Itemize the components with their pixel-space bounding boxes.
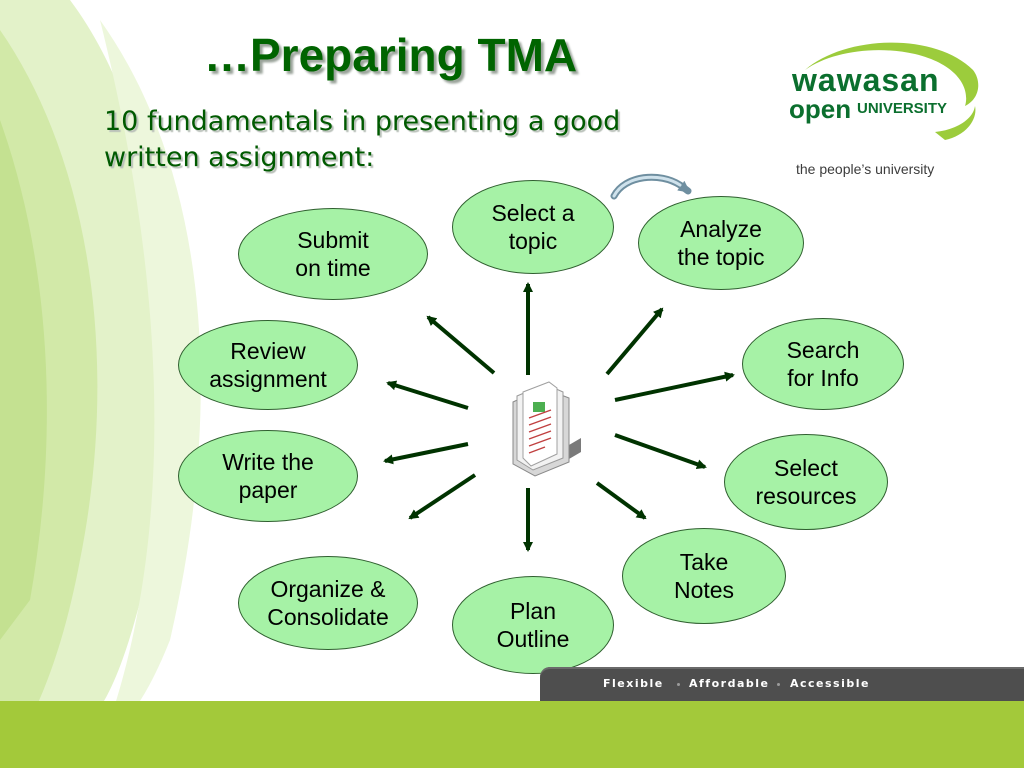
arrow-to-write-paper	[383, 442, 469, 465]
footer-affordable: Affordable	[689, 677, 770, 690]
node-analyze-topic: Analyze the topic	[638, 196, 804, 290]
footer-bar: Flexible Affordable Accessible	[540, 667, 1024, 701]
footer-accessible: Accessible	[790, 677, 870, 690]
wawasan-logo: wawasan open UNIVERSITY the people’s uni…	[785, 40, 985, 190]
bottom-green-band	[0, 701, 1024, 768]
node-select-topic: Select a topic	[452, 180, 614, 274]
arrow-to-review	[386, 380, 469, 410]
node-review-assignment: Review assignment	[178, 320, 358, 410]
document-stack-icon	[512, 381, 581, 477]
footer-flexible: Flexible	[603, 677, 664, 690]
arrow-to-submit	[426, 315, 496, 375]
logo-wordmark-university: UNIVERSITY	[857, 100, 948, 117]
slide-subtitle: 10 fundamentals in presenting a good wri…	[104, 106, 621, 173]
arrow-to-take-notes	[595, 481, 647, 520]
logo-swoosh	[805, 42, 979, 140]
logo-tagline: the people’s university	[796, 161, 935, 177]
arrow-to-select-resources	[614, 433, 707, 470]
logo-wordmark-wawasan: wawasan	[792, 62, 940, 98]
logo-wordmark-open: open	[789, 94, 852, 124]
arrow-to-analyze-topic	[605, 307, 664, 376]
node-select-resources: Select resources	[724, 434, 888, 530]
node-plan-outline: Plan Outline	[452, 576, 614, 674]
arrow-to-organize	[408, 473, 477, 520]
footer-separator-dot	[677, 683, 680, 686]
footer-separator-dot	[777, 683, 780, 686]
node-organize-consolidate: Organize & Consolidate	[238, 556, 418, 650]
node-submit-on-time: Submit on time	[238, 208, 428, 300]
slide-title: …Preparing TMA	[204, 29, 578, 81]
curved-arrow-select-to-analyze	[610, 173, 692, 200]
node-write-paper: Write the paper	[178, 430, 358, 522]
arrow-to-search-info	[614, 371, 735, 402]
node-search-info: Search for Info	[742, 318, 904, 410]
node-take-notes: Take Notes	[622, 528, 786, 624]
